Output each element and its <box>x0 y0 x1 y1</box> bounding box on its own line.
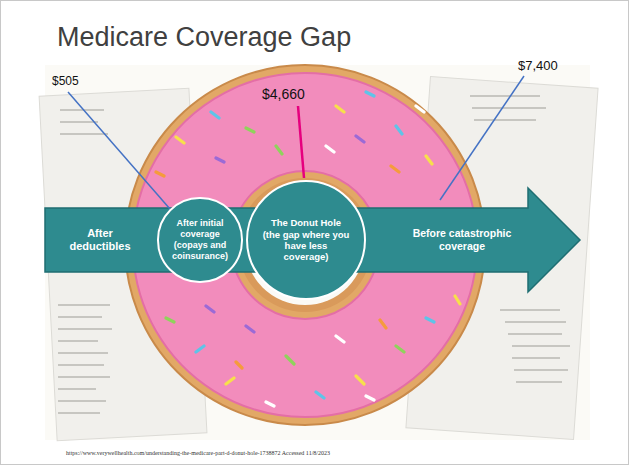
callout-number: $505 <box>52 74 79 88</box>
band-segment: After deductibles <box>54 223 146 257</box>
leader-line <box>298 106 304 178</box>
source-caption: https://www.verywellhealth.com/understan… <box>66 450 330 456</box>
slide-title: Medicare Coverage Gap <box>57 22 351 53</box>
callout-number: $4,660 <box>262 86 305 102</box>
donut-inner-rim <box>238 178 372 312</box>
node-text: Before catastrophic coverage <box>400 227 524 252</box>
stage-circle: The Donut Hole (the gap where you have l… <box>246 180 366 300</box>
node-text: After deductibles <box>58 227 142 253</box>
node-text: After initial coverage (copays and coins… <box>168 218 232 261</box>
stage-circle: After initial coverage (copays and coins… <box>157 197 242 282</box>
leader-line <box>68 92 170 209</box>
leader-line <box>440 76 524 200</box>
callout-number: $7,400 <box>518 58 558 73</box>
node-text: The Donut Hole (the gap where you have l… <box>261 217 351 263</box>
band-segment: Before catastrophic coverage <box>396 223 528 256</box>
